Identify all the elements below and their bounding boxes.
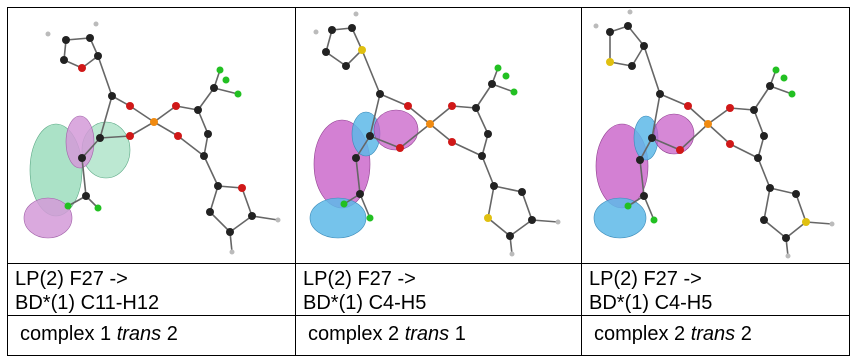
atoms [593,9,835,259]
donor-label: LP(2) F27 -> [303,268,416,290]
acceptor-label: BD*(1) C4-H5 [589,292,713,314]
molecule-complex1-trans2 [23,21,281,255]
orbital-lobe-purple-lower [23,197,73,239]
transition-label-3: LP(2) F27 -> BD*(1) C4-H5 [581,263,850,316]
caption-italic: trans [690,323,736,345]
caption-suffix: 1 [449,323,466,345]
acceptor-label: BD*(1) C11-H12 [15,292,160,314]
molecule-image-2 [295,7,582,264]
caption-prefix: complex 1 [20,323,117,345]
caption-prefix: complex 2 [594,323,691,345]
caption-suffix: 2 [735,323,752,345]
transition-label-2: LP(2) F27 -> BD*(1) C4-H5 [295,263,582,316]
caption-3: complex 2 trans 2 [581,315,850,356]
molecule-image-3 [581,7,850,264]
atoms [45,21,281,255]
caption-italic: trans [116,323,162,345]
acceptor-label: BD*(1) C4-H5 [303,292,427,314]
caption-2: complex 2 trans 1 [295,315,582,356]
caption-prefix: complex 2 [308,323,405,345]
donor-label: LP(2) F27 -> [589,268,702,290]
molecule-image-1 [7,7,296,264]
molecule-complex2-trans2 [593,9,835,259]
transition-label-1: LP(2) F27 -> BD*(1) C11-H12 [7,263,296,316]
orbital-lobe-purple [65,115,95,169]
molecule-complex2-trans1 [309,11,561,257]
donor-label: LP(2) F27 -> [15,268,128,290]
figure-table: LP(2) F27 -> BD*(1) C11-H12 LP(2) F27 ->… [7,7,850,356]
caption-italic: trans [404,323,450,345]
caption-suffix: 2 [161,323,178,345]
caption-1: complex 1 trans 2 [7,315,296,356]
atoms [313,11,561,257]
